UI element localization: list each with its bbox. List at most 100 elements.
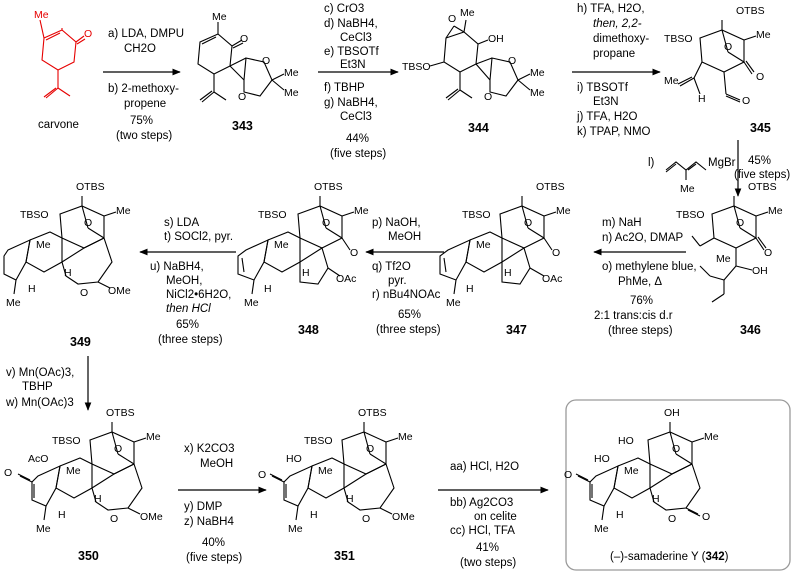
c350-tbso: TBSO [52,435,81,447]
c349-me2: Me [36,239,51,251]
step-u-line3: NiCl2•6H2O, [166,289,231,301]
step-hl-yield: 45% [748,155,771,167]
compound-344-label: 344 [468,121,489,135]
c345-bridge-o: O [724,41,732,53]
c345-h: H [698,93,706,105]
compound-346-label: 346 [740,323,761,337]
step-i-line1: i) TBSOTf [577,82,629,94]
c349-otbs: OTBS [76,181,105,193]
c350-bridge-o: O [114,443,122,455]
c351-h1: H [346,493,354,505]
c345-ketone-o: O [756,71,764,83]
step-q-line1: q) Tf2O [372,261,411,273]
c347-ketone-o: O [552,247,560,259]
c346-ketone-o: O [764,247,772,259]
c351-ring-o: O [362,513,370,525]
c344-ring-o2: O [484,91,492,103]
c348-me3: Me [244,297,259,309]
step-m: m) NaH [602,217,642,229]
step-b-line2: propene [124,98,166,110]
c347-h2: H [466,283,474,295]
carvone-o-label: O [84,28,92,40]
step-d-line1: d) NaBH4, [324,18,378,30]
step-g-line1: g) NaBH4, [324,97,378,109]
c346-oh: OH [752,265,768,277]
step-u-line1: u) NaBH4, [150,261,204,273]
step-xz-note: (five steps) [186,552,242,564]
c349-me3: Me [6,297,21,309]
compound-348-label: 348 [298,323,319,337]
step-v-line1: v) Mn(OAc)3, [6,367,74,379]
sam-ho2: HO [594,453,610,465]
samaderine-y-structure: OH HO HO O Me Me O H H O O Me [564,407,719,535]
c348-oac: OAc [336,273,356,285]
c350-me: Me [146,431,161,443]
final-label-number: 342 [705,551,724,563]
compound-343-structure: Me O O O Me Me [197,11,299,103]
sam-me2: Me [624,465,639,477]
c351-tbso: TBSO [304,435,333,447]
step-k: k) TPAP, NMO [577,126,651,138]
c351-me2: Me [318,465,333,477]
c348-me: Me [354,205,369,217]
c347-otbs: OTBS [536,181,565,193]
c350-h2: H [58,509,66,521]
step-mo-dr: 2:1 trans:cis d.r [594,310,673,322]
step-aacc-note: (two steps) [460,557,516,569]
c351-bridge-o: O [366,443,374,455]
c343-ketone-o: O [240,33,248,45]
step-ab-yield: 75% [130,115,153,127]
step-bb-line1: bb) Ag2CO3 [450,497,513,509]
carvone-structure: Me O [34,9,92,99]
c345-me: Me [756,29,771,41]
step-i-line2: Et3N [593,96,619,108]
step-e-line2: Et3N [340,59,366,71]
c350-ome: OMe [140,511,163,523]
compound-347-label: 347 [506,323,527,337]
step-pr-note: (three steps) [376,324,441,336]
grignard-mgbr: MgBr [708,157,736,169]
compound-345-structure: OTBS TBSO O Me O H O Me [664,5,771,107]
c346-bridge-o: O [736,217,744,229]
step-s: s) LDA [164,217,199,229]
step-x-line2: MeOH [200,458,233,470]
c345-tbso: TBSO [664,33,693,45]
carvone-label: carvone [38,119,79,131]
c350-otbs: OTBS [106,407,135,419]
c347-h1: H [504,267,512,279]
compound-351-structure: OTBS TBSO HO O Me Me O H H O OMe Me [258,407,415,535]
c343-me3: Me [284,87,299,99]
sam-bridge-o: O [672,443,680,455]
c346-me2: Me [716,253,731,265]
c350-h1: H [94,493,102,505]
step-h-line4: propane [593,48,635,60]
c348-otbs: OTBS [314,181,343,193]
compound-350-structure: OTBS TBSO AcO O Me Me O H H O OMe Me [4,407,163,535]
step-a-line1: a) LDA, DMPU [108,28,184,40]
final-label-suffix: ) [725,551,729,563]
c348-ketone-o: O [350,247,358,259]
sam-ring-o: O [668,513,676,525]
c348-bridge-o: O [322,217,330,229]
step-mo-yield: 76% [630,295,653,307]
step-x-line1: x) K2CO3 [184,443,235,455]
c350-ring-o: O [110,513,118,525]
c343-me2: Me [284,67,299,79]
step-bb-line2: on celite [474,511,517,523]
step-u-line2: MeOH, [166,275,202,287]
c347-me3: Me [446,297,461,309]
step-aa: aa) HCl, H2O [450,461,519,473]
c351-otbs: OTBS [358,407,387,419]
step-f: f) TBHP [324,82,365,94]
step-h-line2: then, 2,2- [593,18,642,30]
sam-me3: Me [594,523,609,535]
compound-347-structure: OTBS TBSO O Me O Me H H OAc Me [439,181,571,309]
step-mo-note: (three steps) [608,325,673,337]
c349-ome: OMe [108,285,131,297]
compound-350-label: 350 [78,549,99,563]
compound-346-structure: OTBS TBSO O Me O OH Me [676,181,783,303]
step-w: w) Mn(OAc)3 [5,397,74,409]
c349-me: Me [116,205,131,217]
c351-h2: H [310,509,318,521]
